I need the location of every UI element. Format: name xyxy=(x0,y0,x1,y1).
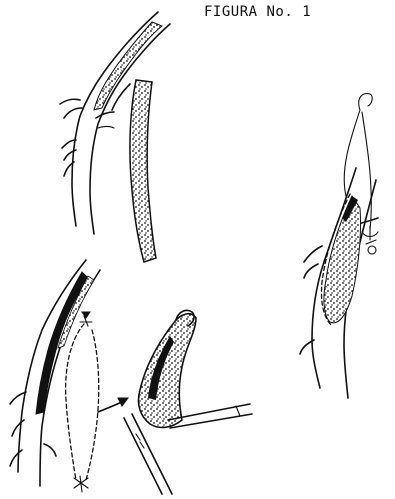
panel-bottom-left-vein xyxy=(10,260,128,492)
panel-bottom-center-instrument xyxy=(124,310,252,494)
panel-top-left-vein xyxy=(60,12,170,262)
panel-right-vein-suture xyxy=(300,94,378,398)
